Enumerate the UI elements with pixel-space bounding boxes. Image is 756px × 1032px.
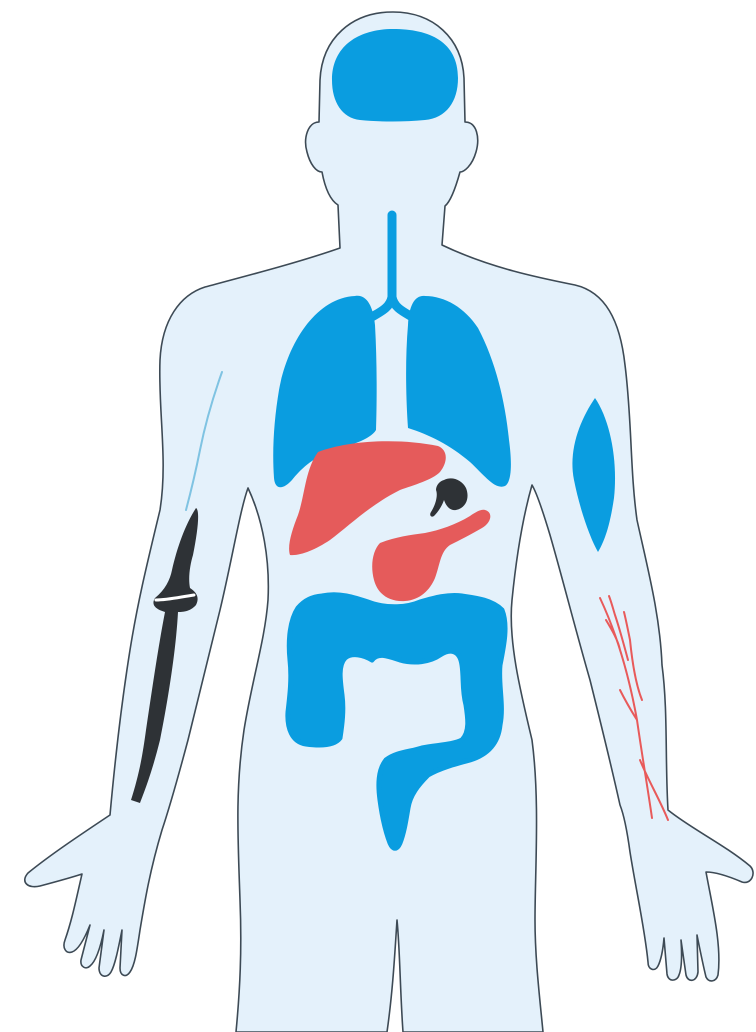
brain [332,29,458,122]
body-silhouette [25,12,753,1032]
